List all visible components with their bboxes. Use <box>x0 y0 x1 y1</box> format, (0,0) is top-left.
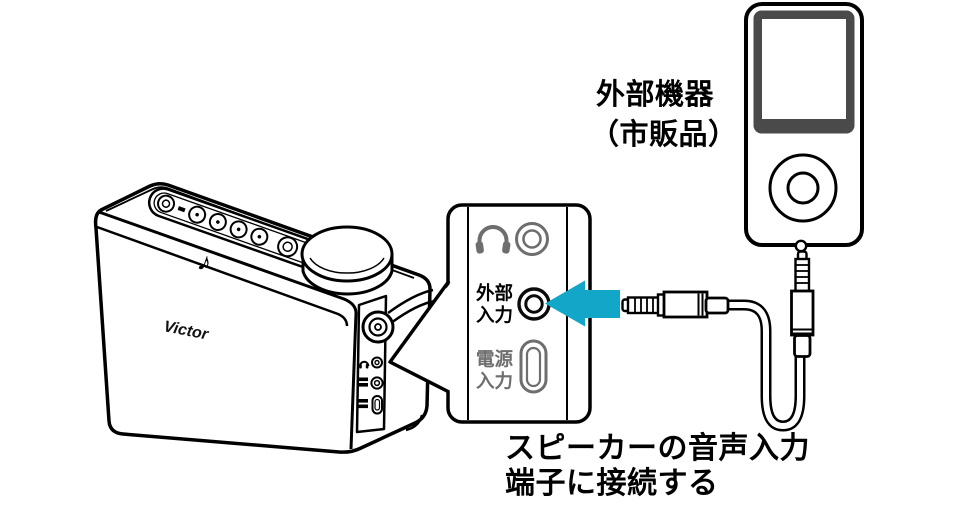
bluetooth-button-icon <box>277 236 299 258</box>
speaker-control-strip <box>147 187 332 273</box>
aux-plug-right <box>790 250 815 358</box>
volume-knob <box>300 225 394 296</box>
callout-tail <box>390 281 452 392</box>
player-screen <box>762 19 846 119</box>
control-buttons <box>188 205 269 246</box>
audio-cable <box>621 250 815 432</box>
strap-line <box>387 288 434 315</box>
caption-line1: スピーカーの音声入力 <box>505 432 810 465</box>
player-wheel-button <box>786 171 820 205</box>
aux-plug-left <box>621 290 730 319</box>
speaker-lid-seam <box>96 225 349 327</box>
external-input-jack <box>517 287 551 321</box>
player-headphone-jack <box>794 239 808 253</box>
side-usb-port <box>358 395 383 415</box>
power-input-row: 電源 入力 <box>476 339 548 394</box>
power-button-icon <box>157 194 176 213</box>
external-input-label-line1: 外部 <box>476 283 513 304</box>
external-input-label-line2: 入力 <box>476 305 513 326</box>
caption-line2: 端子に接続する <box>505 467 719 500</box>
external-input-row: 外部 入力 <box>476 283 551 326</box>
headphone-icon <box>475 225 511 254</box>
speaker-illustration: ♪ Victor <box>93 181 436 454</box>
connect-arrow-icon <box>545 280 620 327</box>
speaker-top-edge <box>98 210 358 450</box>
jack-callout-panel: 外部 入力 電源 入力 <box>388 203 592 424</box>
music-player-illustration <box>744 2 864 253</box>
strap-screw <box>361 310 395 344</box>
side-aux-input-port <box>358 376 384 390</box>
external-device-label-line2: （市販品） <box>590 117 738 151</box>
external-device-label-line1: 外部機器 <box>596 77 715 111</box>
headphone-jack-row <box>475 222 549 256</box>
strap-anchor <box>405 414 424 432</box>
speaker-side-panel <box>355 288 436 434</box>
power-input-label-line1: 電源 <box>476 349 514 370</box>
power-input-label-line2: 入力 <box>476 371 513 392</box>
side-headphone-port <box>359 356 383 369</box>
strip-divider <box>177 206 186 213</box>
control-button-dots <box>195 212 262 239</box>
headphone-jack <box>515 222 549 256</box>
